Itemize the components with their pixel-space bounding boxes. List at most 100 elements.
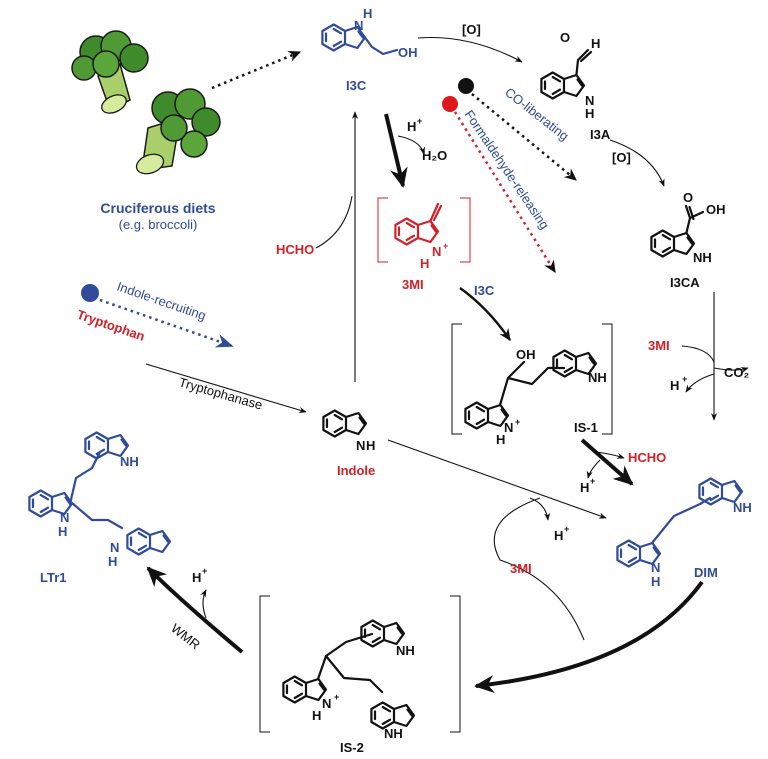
tryptophanase-label: Tryptophanase [177, 374, 264, 412]
wmr-label: WMR [168, 621, 203, 653]
hcho-out-curve [595, 451, 625, 459]
is1-nh-label: NH [588, 370, 607, 385]
diet-to-i3c-arrow [211, 50, 302, 90]
is1-oh-label: OH [516, 347, 536, 362]
h-out-curve-is1 [586, 459, 601, 479]
i3a-h-label: H [591, 36, 600, 51]
mi3-in-curve [681, 345, 715, 363]
is2-n-left: N [322, 696, 331, 711]
h-out-curve-indole [529, 497, 551, 521]
i3a-to-i3ca-arrow [609, 139, 665, 187]
is1-to-dim-arrow [580, 438, 634, 486]
oxidation-label-1: [O] [462, 22, 481, 37]
3mi-plus: + [443, 241, 448, 251]
is2-h-left: H [312, 708, 321, 723]
i3a-nh-label: H [585, 106, 594, 121]
hcho-in-curve [315, 195, 353, 249]
ltr1-structure [28, 431, 172, 556]
h-plus-right: + [682, 374, 687, 384]
3mi-n-label: N [432, 244, 441, 259]
diet-subtitle: (e.g. broccoli) [119, 217, 198, 232]
tryptophan-label: Tryptophan [75, 307, 147, 344]
i3ca-structure [650, 204, 705, 258]
i3c-oh-label: OH [398, 45, 418, 60]
i3a-n-label: N [585, 93, 594, 108]
co2-out-curve [713, 367, 749, 373]
i3c-to-i3a-arrow [417, 36, 523, 63]
mi3-reagent-right: 3MI [648, 338, 670, 353]
i3ca-label: I3CA [670, 275, 700, 290]
ltr1-n-bottom: N [110, 540, 119, 555]
3mi-bracket-right [460, 197, 471, 263]
i3c-nh-label: H [363, 6, 372, 21]
is1-structure [464, 349, 598, 430]
indole-structure [322, 409, 368, 438]
is2-label: IS-2 [340, 740, 364, 755]
ltr1-n-mid: N [60, 510, 69, 525]
tryptophanase-arrow [145, 363, 307, 413]
i3ca-nh-label: NH [693, 250, 712, 265]
is2-nh-top: NH [396, 643, 415, 658]
is1-bracket-left [451, 323, 462, 435]
mi3-reagent-bottom: 3MI [510, 561, 532, 576]
dim-h-bottom: H [651, 574, 660, 589]
indole-pathway-dot [81, 284, 99, 302]
water-label: H₂O [422, 148, 447, 163]
3mi-nh-label: H [420, 256, 429, 271]
3mi-structure [394, 202, 443, 246]
diet-title: Cruciferous diets [100, 200, 215, 216]
dim-label: DIM [694, 565, 718, 580]
dim-structure [616, 477, 744, 568]
i3c-structure [321, 23, 399, 56]
h-label-top: H [407, 119, 416, 134]
h-plus-top: + [417, 116, 422, 126]
i3c-to-3mi-arrow [384, 113, 408, 188]
broccoli-floret-1 [71, 30, 149, 114]
ltr1-nh-top: NH [120, 454, 139, 469]
indole-pathway-label: Indole-recruiting [115, 279, 208, 324]
3mi-bracket-left [377, 197, 388, 263]
broccoli-icon [71, 30, 221, 175]
i3a-o-label: O [560, 30, 570, 45]
is2-plus: + [334, 692, 339, 702]
i3ca-o-label: O [683, 190, 693, 205]
ltr1-label: LTr1 [40, 570, 67, 585]
water-out-curve [397, 135, 426, 155]
h-label-indole: H [554, 528, 563, 543]
co2-label: CO₂ [724, 365, 750, 380]
i3a-label: I3A [590, 127, 611, 142]
is2-bracket-right [450, 595, 461, 733]
i3a-structure [540, 48, 593, 100]
dim-n-bottom: N [651, 560, 660, 575]
i3c-label: I3C [346, 78, 367, 93]
formaldehyde-pathway-arrow [453, 111, 557, 274]
h-label-is1: H [580, 480, 589, 495]
dim-to-is2-arrow [474, 580, 704, 693]
is1-h-label: H [496, 432, 505, 447]
h-out-curve-wmr [200, 589, 207, 619]
is2-structure [282, 619, 416, 730]
oxidation-label-2: [O] [612, 150, 631, 165]
i3c-reagent-label: I3C [474, 283, 495, 298]
indole-label: Indole [337, 463, 375, 478]
h-label-wmr: H [192, 570, 201, 585]
formaldehyde-pathway-dot [442, 96, 458, 112]
h-label-right: H [670, 378, 679, 393]
h-plus-indole: + [564, 524, 569, 534]
indole-h-label: H [366, 438, 375, 453]
indole-to-dim-arrow [387, 439, 607, 519]
indole-n-label: N [356, 438, 365, 453]
co-pathway-dot [458, 78, 474, 94]
3mi-in-curve-bottom [493, 497, 585, 641]
i3c-n-label: N [354, 18, 363, 33]
is1-bracket-right [602, 323, 613, 435]
is1-plus: + [515, 417, 520, 427]
h-plus-is1: + [590, 476, 595, 486]
is2-bracket-left [259, 595, 270, 733]
3mi-to-is1-arrow [459, 287, 511, 341]
h-plus-wmr: + [202, 566, 207, 576]
ltr1-h-bottom: H [108, 554, 117, 569]
hcho-label-right: HCHO [628, 450, 666, 465]
dim-nh-top: NH [733, 500, 752, 515]
